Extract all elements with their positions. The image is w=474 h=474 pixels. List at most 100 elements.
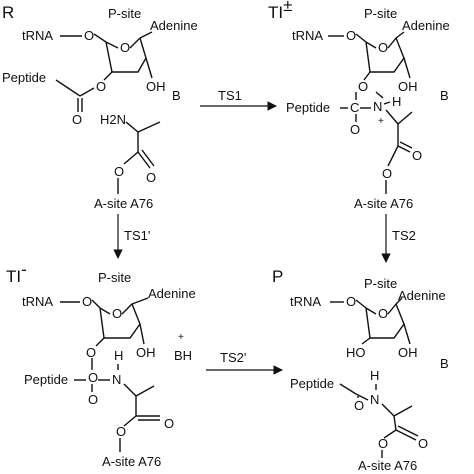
bond [355,393,369,401]
acid-carbonyl-o-atom: O [412,148,422,163]
bond [93,33,107,43]
ts1-label: TS1 [218,88,242,103]
ts2-prime-label: TS2' [220,350,246,365]
o-ether-atom: O [346,28,356,43]
o-ether-atom: O [82,294,92,309]
peptide-label: Peptide [2,70,46,85]
panel-r: R tRNA P-site Adenine O O O OH Peptide O… [2,3,198,211]
panel-ti-anion: TI- tRNA P-site Adenine O O O OH + BH O … [6,260,196,469]
bh-plus-charge: + [178,332,184,343]
bond [403,57,411,79]
bond [95,337,105,347]
bond [141,149,155,167]
arrow-ts1: TS1 [200,88,277,111]
acid-ester-o-atom: O [378,436,388,451]
peptide-label: Peptide [290,376,334,391]
base-b-label: B [440,356,449,371]
n-h-wedge [375,91,384,99]
ribose-ring [365,303,405,339]
oh-group: OH [136,345,156,360]
bond [397,145,411,153]
bond [137,121,161,133]
bond [355,299,367,309]
bond [145,57,153,79]
p-site-label: P-site [108,6,141,21]
hydrogen-atom: H [370,368,379,383]
panel-ti-minus-label-sup: - [21,260,27,279]
o-ester-atom: O [86,345,96,360]
panel-p-label: P [272,267,283,286]
bond [131,297,149,305]
adenine-label: Adenine [402,18,450,33]
bond [339,383,357,395]
amide-carbonyl-o-atom: O [354,398,364,413]
bond [363,71,371,81]
bond [139,323,145,345]
bond [397,111,413,125]
bridging-o-atom: O [88,370,98,385]
bond [125,121,139,133]
arrow-ts2: TS2 [381,214,416,263]
acid-ester-o-atom: O [116,424,126,439]
ring-o-atom: O [112,306,122,321]
bond [395,297,403,305]
adenine-label: Adenine [150,18,198,33]
p-site-label: P-site [364,6,397,21]
a-site-label: A-site A76 [358,458,417,473]
bond [91,299,101,309]
peptide-label: Peptide [286,100,330,115]
nitrogen-atom: N [373,99,382,114]
o-ether-atom: O [346,294,356,309]
tetrahedral-c-atom: C [350,100,359,115]
bond [361,337,371,345]
adenine-label: Adenine [398,288,446,303]
p-site-label: P-site [98,270,131,285]
panel-ti-minus-label-main: TI [6,267,21,286]
o-ester-atom: O [96,79,106,94]
bond [399,141,413,149]
base-b-label: B [440,88,449,103]
hydrogen-atom: H [114,348,123,363]
trna-label: tRNA [22,28,53,43]
ammonium-plus-charge: + [378,116,384,127]
bond [123,415,137,427]
panel-ti-minus-label: TI- [6,260,27,286]
hydrogen-atom: H [392,94,401,109]
bond [135,385,155,397]
base-b-label: B [172,88,181,103]
trna-label: tRNA [22,294,53,309]
acid-carbonyl-o-atom: O [146,170,156,185]
panel-p: P tRNA P-site Adenine O O HO OH B Peptid… [272,267,449,473]
panel-ti-label-sup: ± [283,0,292,15]
bond [397,425,419,437]
p-site-label: P-site [364,276,397,291]
protonated-base-label: BH [174,348,192,363]
bond [395,31,405,39]
panel-ti-zwitterion: TI± tRNA P-site Adenine O O O OH Peptide… [268,0,450,211]
h2n-group: H2N [100,112,126,127]
bond [393,415,397,431]
nitrogen-atom: N [112,372,121,387]
ribose-ring [105,37,147,73]
bond [103,71,113,81]
oh-group: OH [146,79,166,94]
bond [395,429,417,441]
bond [79,87,95,97]
a-site-label: A-site A76 [354,196,413,211]
bond [381,403,395,417]
carbonyl-o-atom: O [72,112,82,127]
ring-o-atom: O [120,40,130,55]
adenine-label: Adenine [148,286,196,301]
nitrogen-atom: N [370,392,379,407]
ring-o-atom: O [378,40,388,55]
bond [393,405,413,417]
bond [123,151,139,165]
ribose-ring [99,303,141,339]
oh-group: OH [398,79,418,94]
acid-carbonyl-o-atom: O [418,436,428,451]
bond [383,101,391,105]
oh-group: OH [398,345,418,360]
bond [139,31,153,39]
ring-o-atom: O [378,306,388,321]
